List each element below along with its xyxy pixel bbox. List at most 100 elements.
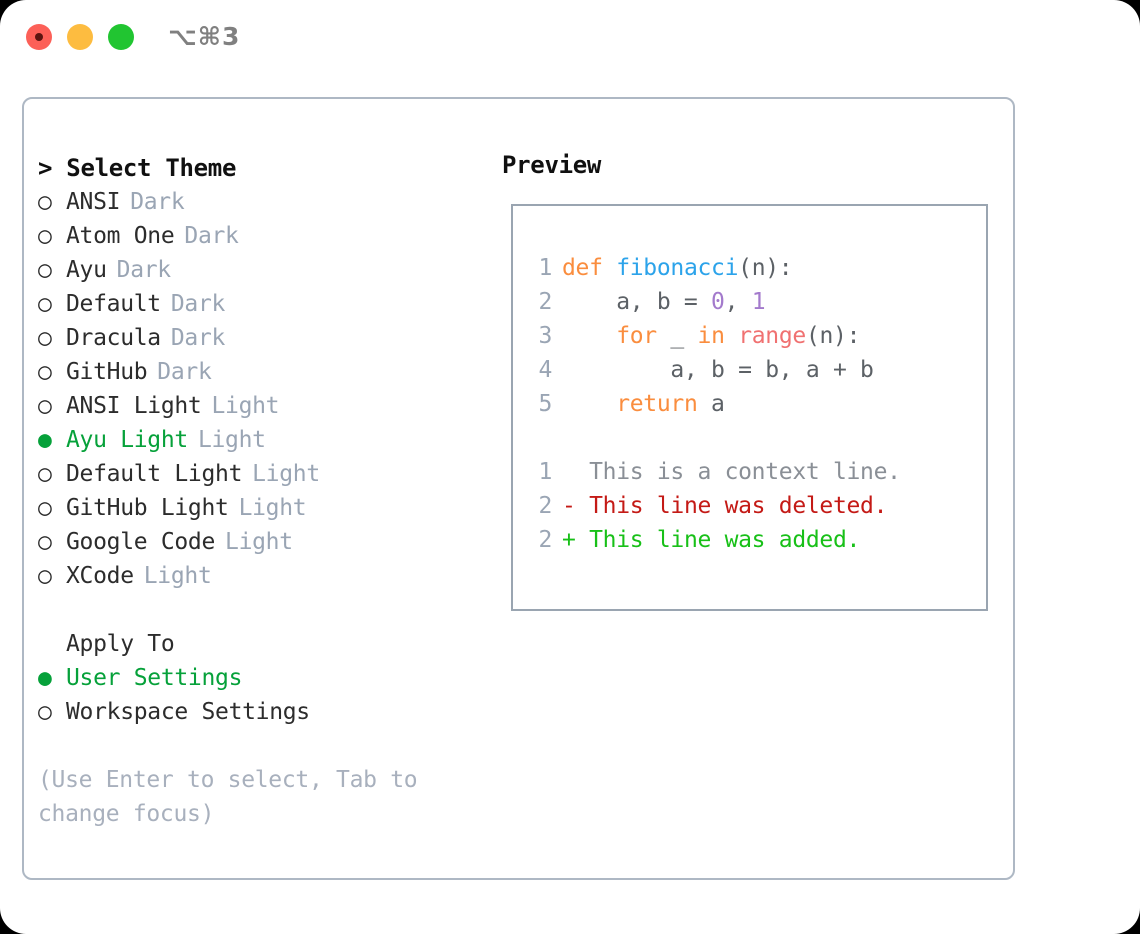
spacer [38, 593, 488, 627]
code-line: 4 a, b = b, a + b [528, 353, 901, 387]
apply-to-option[interactable]: ● User Settings [38, 661, 488, 695]
theme-option-category: Light [252, 461, 320, 487]
diff-text: This line was deleted. [589, 493, 888, 519]
radio-unselected-icon[interactable]: ○ [38, 257, 52, 283]
code-token: 1 [751, 289, 766, 315]
radio-unselected-icon[interactable]: ○ [38, 495, 52, 521]
apply-to-list[interactable]: ● User Settings ○ Workspace Settings [38, 661, 488, 729]
theme-option[interactable]: ○ Default Light Light [38, 457, 488, 491]
theme-option-category: Light [225, 529, 293, 555]
code-token: , [724, 289, 752, 315]
theme-option-label: Dracula [66, 325, 161, 351]
code-token: def [562, 255, 617, 281]
code-token: return [616, 391, 698, 417]
theme-option[interactable]: ○ XCode Light [38, 559, 488, 593]
theme-option-label: Ayu Light [66, 427, 188, 453]
code-line: 2 a, b = 0, 1 [528, 285, 901, 319]
theme-option-label: Atom One [66, 223, 175, 249]
theme-option[interactable]: ○ GitHub Dark [38, 355, 488, 389]
title-bar: ⌥⌘3 [0, 0, 1140, 76]
theme-option-category: Light [238, 495, 307, 521]
theme-option-category: Light [143, 563, 212, 589]
radio-unselected-icon[interactable]: ○ [38, 529, 52, 555]
radio-selected-icon[interactable]: ● [38, 665, 52, 691]
diff-marker [562, 459, 589, 485]
keyboard-shortcut-label: ⌥⌘3 [168, 22, 241, 51]
theme-option-label: GitHub Light [66, 495, 229, 521]
traffic-lights [26, 24, 134, 50]
radio-unselected-icon[interactable]: ○ [38, 563, 52, 589]
line-number: 1 [538, 459, 552, 485]
theme-option[interactable]: ○ Default Dark [38, 287, 488, 321]
preview-title: Preview [502, 151, 602, 179]
line-number: 1 [538, 255, 552, 281]
theme-option-label: XCode [66, 563, 134, 589]
code-token: 0 [711, 289, 725, 315]
apply-to-option-label: User Settings [66, 665, 243, 691]
code-token: a [697, 391, 725, 417]
theme-option-label: Default [66, 291, 161, 317]
diff-marker: - [562, 493, 590, 519]
theme-option[interactable]: ○ Ayu Dark [38, 253, 488, 287]
code-line: 5 return a [528, 387, 901, 421]
theme-option-category: Dark [157, 359, 212, 385]
code-token: (n): [805, 323, 861, 349]
minimize-button[interactable] [67, 24, 93, 50]
code-token: a, b = [562, 289, 712, 315]
code-token: a, b = b, a + b [562, 357, 874, 383]
line-number: 4 [538, 357, 552, 383]
apply-to-option-label: Workspace Settings [66, 699, 310, 725]
radio-unselected-icon[interactable]: ○ [38, 291, 52, 317]
radio-unselected-icon[interactable]: ○ [38, 461, 52, 487]
diff-line: 2+ This line was added. [528, 523, 901, 557]
line-number: 2 [538, 289, 552, 315]
select-theme-header: > Select Theme [38, 154, 237, 182]
theme-option-category: Dark [116, 257, 172, 283]
theme-option-label: ANSI Light [66, 393, 202, 419]
code-blank-line [528, 421, 901, 455]
code-token [562, 391, 616, 417]
apply-to-header-indent [38, 627, 66, 661]
code-token: range [738, 323, 806, 349]
radio-selected-icon[interactable]: ● [38, 427, 52, 453]
apply-to-option[interactable]: ○ Workspace Settings [38, 695, 488, 729]
radio-unselected-icon[interactable]: ○ [38, 189, 52, 215]
theme-option-label: Ayu [66, 257, 107, 283]
radio-unselected-icon[interactable]: ○ [38, 325, 52, 351]
theme-option-category: Dark [170, 291, 226, 317]
radio-unselected-icon[interactable]: ○ [38, 699, 52, 725]
diff-text: This is a context line. [589, 459, 901, 485]
close-button[interactable] [26, 24, 52, 50]
code-token: _ [656, 323, 698, 349]
code-token: (n): [738, 255, 793, 281]
line-number: 5 [538, 391, 552, 417]
line-number: 2 [538, 493, 552, 519]
radio-unselected-icon[interactable]: ○ [38, 393, 52, 419]
maximize-button[interactable] [108, 24, 134, 50]
line-number: 3 [538, 323, 552, 349]
diff-text: This line was added. [589, 527, 861, 553]
theme-option[interactable]: ○ GitHub Light Light [38, 491, 488, 525]
code-line: 3 for _ in range(n): [528, 319, 901, 353]
theme-option[interactable]: ○ ANSI Light Light [38, 389, 488, 423]
theme-option-label: GitHub [66, 359, 148, 385]
apply-to-header: Apply To [38, 627, 488, 661]
radio-unselected-icon[interactable]: ○ [38, 223, 52, 249]
radio-unselected-icon[interactable]: ○ [38, 359, 52, 385]
code-line: 1 def fibonacci(n): [528, 251, 901, 285]
theme-option-label: Default Light [66, 461, 243, 487]
code-token: fibonacci [616, 255, 739, 281]
code-token [725, 323, 739, 349]
theme-option-category: Light [211, 393, 280, 419]
